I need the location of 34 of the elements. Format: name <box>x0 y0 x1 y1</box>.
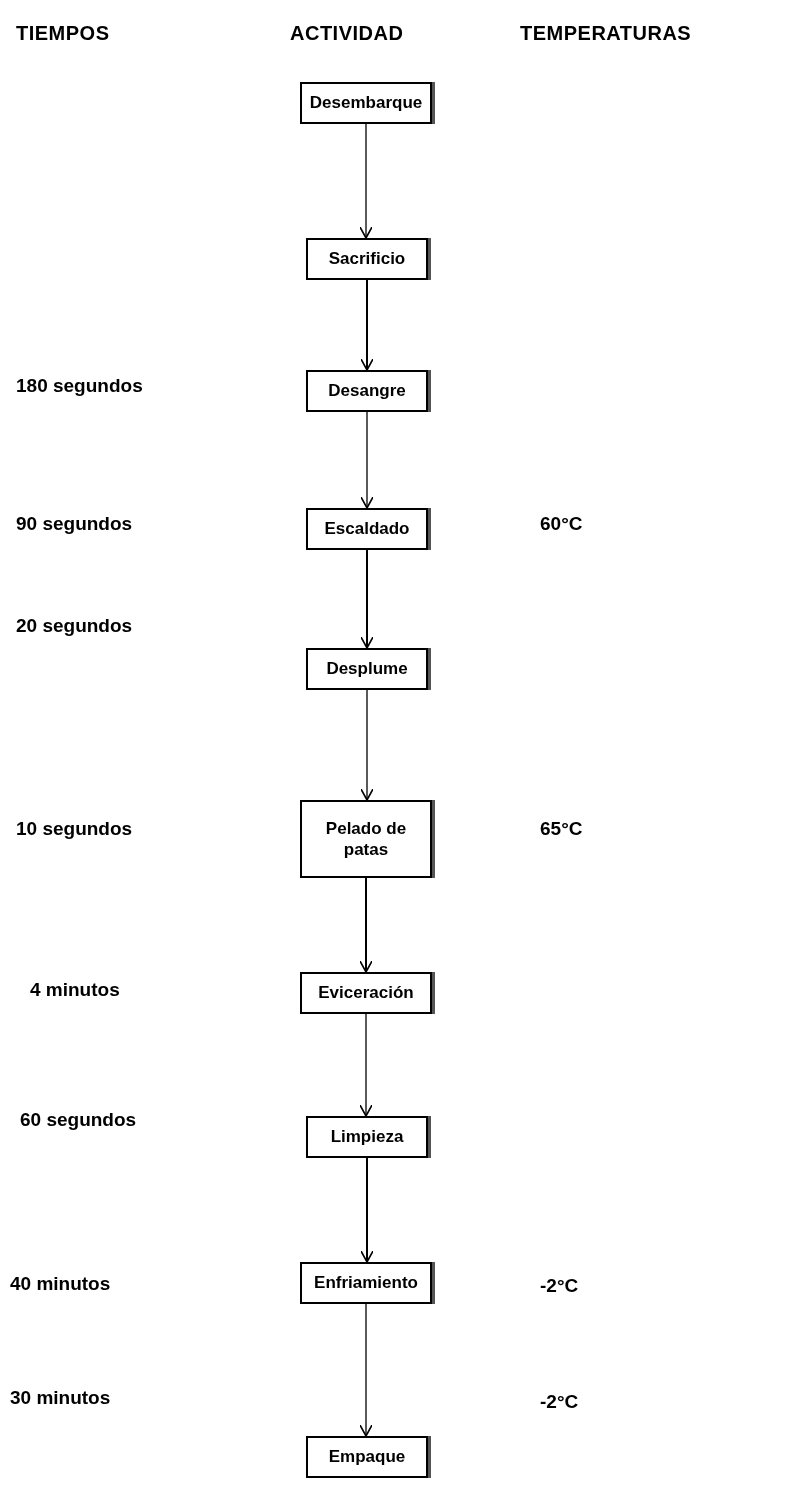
column-header: TEMPERATURAS <box>520 21 692 46</box>
process-box: Sacrificio <box>306 238 428 280</box>
process-box: Desangre <box>306 370 428 412</box>
process-box: Pelado de patas <box>300 800 432 878</box>
step-annotation: 65°C <box>540 817 583 841</box>
process-box: Escaldado <box>306 508 428 550</box>
step-annotation: 90 segundos <box>16 512 133 536</box>
process-box: Eviceración <box>300 972 432 1014</box>
step-annotation: -2°C <box>540 1274 579 1298</box>
arrow <box>359 123 373 239</box>
process-box: Desembarque <box>300 82 432 124</box>
step-annotation: 30 minutos <box>10 1386 111 1410</box>
step-annotation: 60 segundos <box>20 1108 137 1132</box>
step-annotation: 10 segundos <box>16 817 133 841</box>
process-box: Desplume <box>306 648 428 690</box>
arrow <box>360 1157 374 1263</box>
arrow <box>359 1303 373 1437</box>
step-annotation: 60°C <box>540 512 583 536</box>
arrow <box>359 1013 373 1117</box>
arrow <box>359 877 373 973</box>
arrow <box>360 279 374 371</box>
column-header: TIEMPOS <box>16 21 110 46</box>
step-annotation: 180 segundos <box>16 374 143 398</box>
process-box: Empaque <box>306 1436 428 1478</box>
process-box: Limpieza <box>306 1116 428 1158</box>
step-annotation: 4 minutos <box>30 978 120 1002</box>
arrow <box>360 549 374 649</box>
step-annotation: 20 segundos <box>16 614 133 638</box>
arrow <box>360 411 374 509</box>
arrow <box>360 689 374 801</box>
step-annotation: 40 minutos <box>10 1272 111 1296</box>
column-header: ACTIVIDAD <box>290 21 404 46</box>
process-box: Enfriamiento <box>300 1262 432 1304</box>
step-annotation: -2°C <box>540 1390 579 1414</box>
